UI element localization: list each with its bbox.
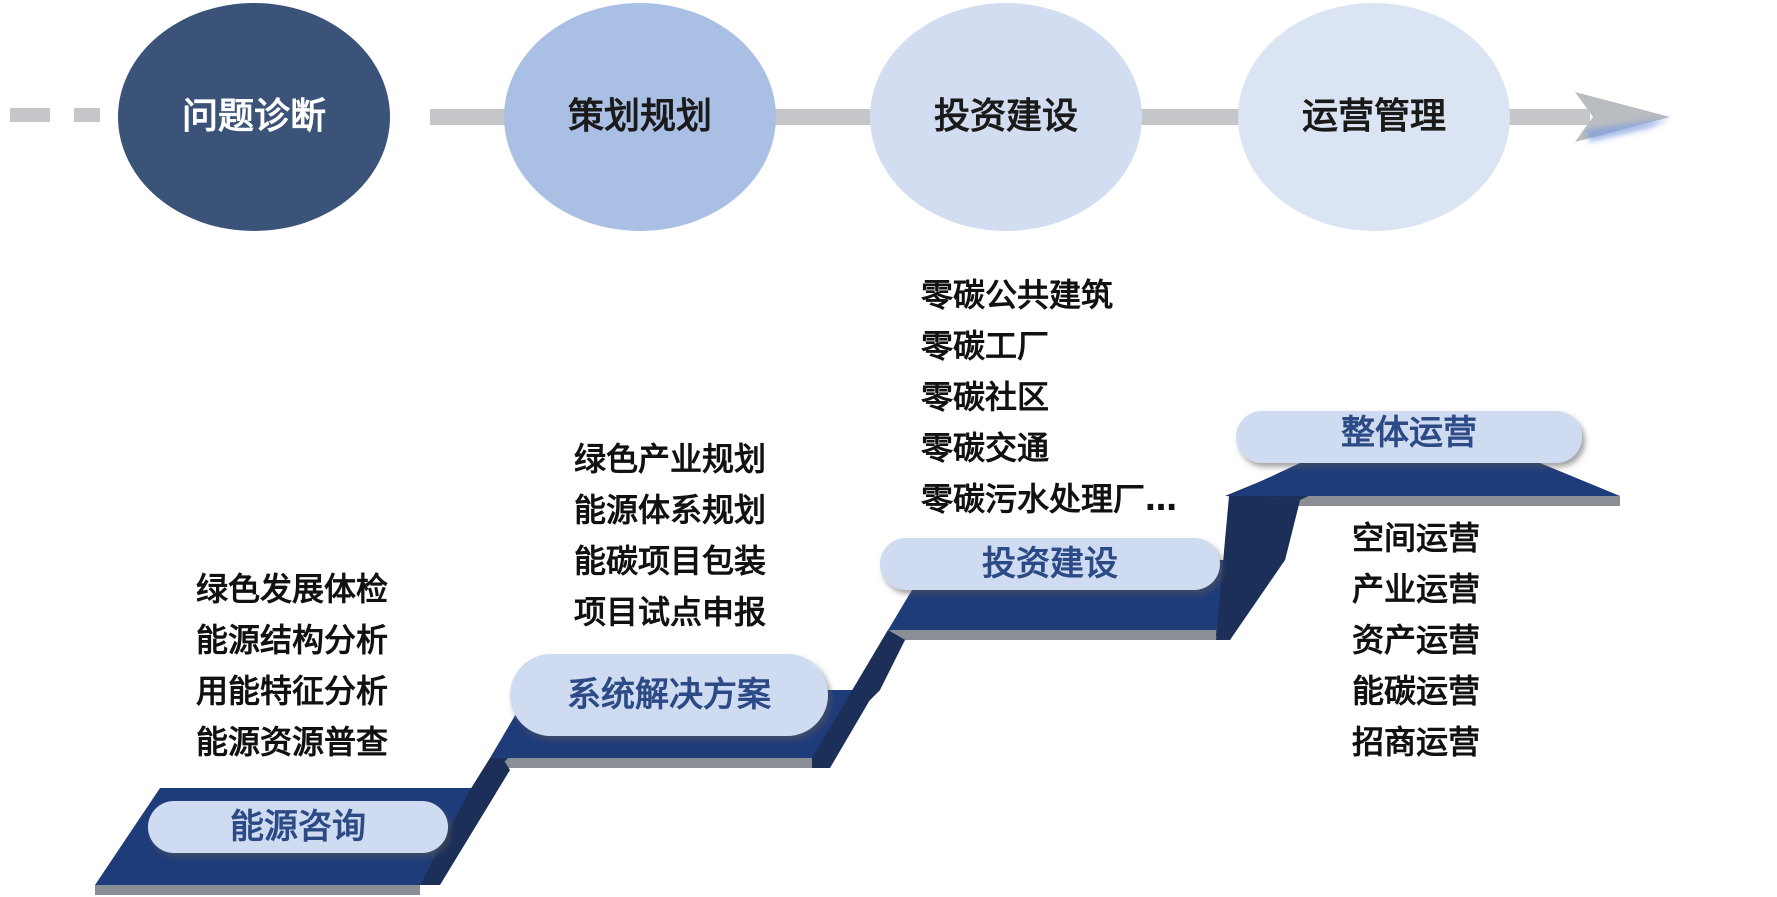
list-item: 能源体系规划 <box>574 491 767 529</box>
list-item: 绿色产业规划 <box>574 440 767 478</box>
list-item: 零碳交通 <box>921 429 1050 467</box>
list-item: 零碳公共建筑 <box>921 276 1114 314</box>
stair-platform-4 <box>1229 463 1620 496</box>
list-item: 能源资源普查 <box>196 723 389 761</box>
pill-step-3 <box>880 538 1220 590</box>
list-item: 用能特征分析 <box>196 672 389 710</box>
phase-label-1: 问题诊断 <box>181 96 326 137</box>
stair-riser-1 <box>420 762 510 885</box>
pill-step-4 <box>1236 411 1582 463</box>
step-1-items: 绿色发展体检 能源结构分析 用能特征分析 能源资源普查 <box>196 564 388 768</box>
step-label-4: 整体运营 <box>1341 413 1477 453</box>
phase-label-3: 投资建设 <box>933 96 1078 137</box>
list-item: 资产运营 <box>1352 621 1481 659</box>
list-item: 零碳污水处理厂… <box>921 480 1178 518</box>
phase-label-2: 策划规划 <box>567 96 712 137</box>
list-item: 绿色发展体检 <box>196 570 389 608</box>
step-3-items: 零碳公共建筑 零碳工厂 零碳社区 零碳交通 零碳污水处理厂… <box>921 270 1177 525</box>
list-item: 产业运营 <box>1352 570 1481 608</box>
phase-label-4: 运营管理 <box>1301 96 1446 137</box>
step-4-items: 空间运营 产业运营 资产运营 能碳运营 招商运营 <box>1352 513 1480 768</box>
phase-ellipse-3 <box>870 3 1142 231</box>
phase-ellipse-2 <box>504 3 776 231</box>
step-label-2: 系统解决方案 <box>567 675 771 715</box>
list-item: 零碳工厂 <box>921 327 1050 365</box>
phase-ellipse-4 <box>1238 3 1510 231</box>
pill-step-2 <box>510 654 828 736</box>
list-item: 招商运营 <box>1352 723 1481 761</box>
list-item: 能碳运营 <box>1352 672 1481 710</box>
list-item: 零碳社区 <box>921 378 1050 416</box>
step-label-3: 投资建设 <box>982 544 1118 584</box>
list-item: 项目试点申报 <box>574 593 767 631</box>
list-item: 空间运营 <box>1352 519 1481 557</box>
stair-riser-2 <box>812 630 905 768</box>
stair-riser-3 <box>1216 500 1300 640</box>
phase-ellipse-1 <box>118 3 390 231</box>
step-2-items: 绿色产业规划 能源体系规划 能碳项目包装 项目试点申报 <box>574 434 766 638</box>
list-item: 能源结构分析 <box>196 621 389 659</box>
pill-step-1 <box>148 801 448 853</box>
step-label-1: 能源咨询 <box>230 807 366 847</box>
list-item: 能碳项目包装 <box>574 542 767 580</box>
